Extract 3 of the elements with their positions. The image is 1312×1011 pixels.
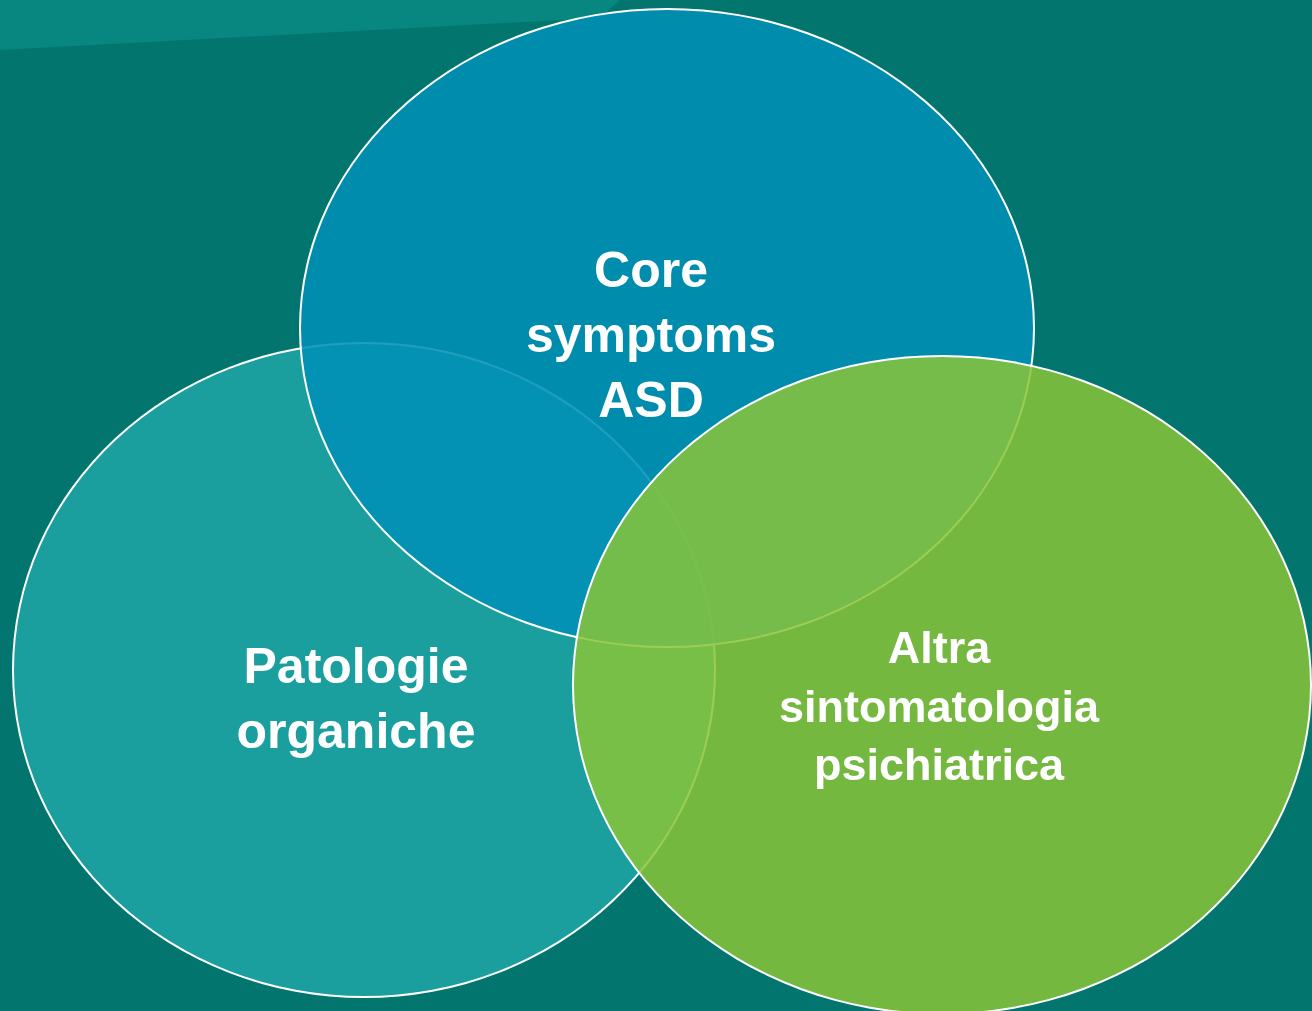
circle-label: Core symptoms ASD [524, 241, 778, 430]
circle-label: Patologie organiche [235, 637, 477, 761]
circle-label: Altra sintomatologia psichiatrica [778, 621, 1101, 792]
